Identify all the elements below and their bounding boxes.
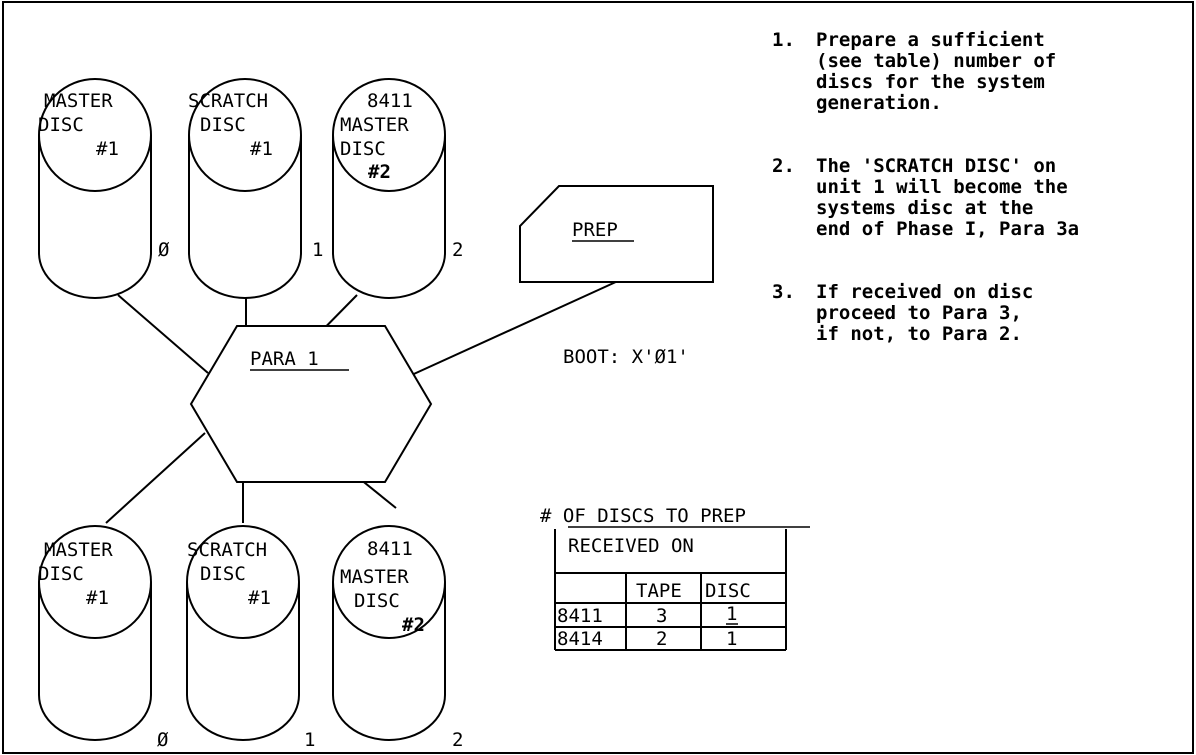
instruction-notes: 1. Prepare a sufficient (see table) numb… [772, 30, 1192, 345]
disc-label-line1: MASTER [44, 90, 113, 112]
disc-label-line3: DISC [354, 590, 400, 612]
disc-label-line1: MASTER [44, 539, 113, 561]
note-text: If received on disc proceed to Para 3, i… [816, 281, 1034, 345]
table-row: 8414 2 1 [557, 628, 737, 650]
disc-label-line4: #2 [402, 614, 425, 636]
note-text: Prepare a sufficient (see table) number … [816, 29, 1057, 114]
prep-label: PREP [572, 219, 618, 241]
disc-unit-number: Ø [158, 239, 170, 261]
table-cell-tape: 3 [656, 605, 667, 627]
disc-label-line2: DISC [200, 563, 246, 585]
disc-unit-number: 2 [452, 239, 463, 261]
disc-label-line2: MASTER [340, 114, 409, 136]
disc-label-line2: DISC [38, 563, 84, 585]
table-cell-model: 8411 [557, 605, 603, 627]
disc-label-line3: DISC [340, 138, 386, 160]
disc-label-line2: MASTER [340, 566, 409, 588]
note-text: The 'SCRATCH DISC' on unit 1 will become… [816, 155, 1080, 240]
note-item: 1. Prepare a sufficient (see table) numb… [772, 30, 1192, 114]
table-cell-tape: 2 [656, 628, 667, 650]
disc-label-line1: 8411 [367, 90, 413, 112]
connector-top-0 [117, 294, 209, 374]
disc-pack-bottom-0: MASTER DISC #1 Ø [38, 525, 169, 751]
disc-pack-top-1: SCRATCH DISC #1 1 [188, 78, 323, 299]
connector-prep [404, 280, 619, 379]
table-cell-disc: 1 [726, 628, 737, 650]
table-row: 8411 3 1 [557, 603, 738, 627]
para1-label: PARA 1 [250, 348, 319, 370]
disc-pack-top-0: MASTER DISC #1 Ø [38, 78, 170, 299]
table-col-tape: TAPE [636, 580, 682, 602]
disc-unit-number: 2 [452, 729, 463, 751]
note-number: 2. [772, 155, 795, 177]
disc-label-line1: SCRATCH [188, 90, 268, 112]
prep-card: PREP [519, 185, 714, 283]
para1-hexagon: PARA 1 [189, 325, 433, 483]
disc-label-line2: DISC [38, 114, 84, 136]
disc-label-line3: #1 [86, 587, 109, 609]
table-title: # OF DISCS TO PREP [540, 505, 746, 527]
note-number: 1. [772, 29, 795, 51]
table-cell-model: 8414 [557, 628, 603, 650]
note-number: 3. [772, 281, 795, 303]
discs-to-prep-table: # OF DISCS TO PREP RECEIVED ON TAPE DISC… [540, 505, 810, 651]
table-header: RECEIVED ON [568, 535, 694, 557]
disc-label-line4: #2 [368, 161, 391, 183]
disc-label-line1: SCRATCH [187, 539, 267, 561]
disc-unit-number: 1 [312, 239, 323, 261]
disc-label-line3: #1 [96, 138, 119, 160]
boot-label: BOOT: X'Ø1' [563, 346, 689, 368]
disc-label-line3: #1 [248, 587, 271, 609]
connector-bottom-0 [105, 432, 206, 524]
disc-label-line2: DISC [200, 114, 246, 136]
table-cell-disc: 1 [726, 603, 737, 625]
disc-pack-bottom-2: 8411 MASTER DISC #2 2 [332, 525, 463, 751]
disc-pack-top-2: 8411 MASTER DISC #2 2 [332, 78, 463, 299]
disc-pack-bottom-1: SCRATCH DISC #1 1 [186, 525, 315, 751]
disc-unit-number: Ø [157, 729, 169, 751]
disc-label-line1: 8411 [367, 538, 413, 560]
table-col-disc: DISC [705, 580, 751, 602]
note-item: 2. The 'SCRATCH DISC' on unit 1 will bec… [772, 156, 1192, 240]
disc-label-line3: #1 [250, 138, 273, 160]
disc-unit-number: 1 [304, 729, 315, 751]
note-item: 3. If received on disc proceed to Para 3… [772, 282, 1192, 345]
